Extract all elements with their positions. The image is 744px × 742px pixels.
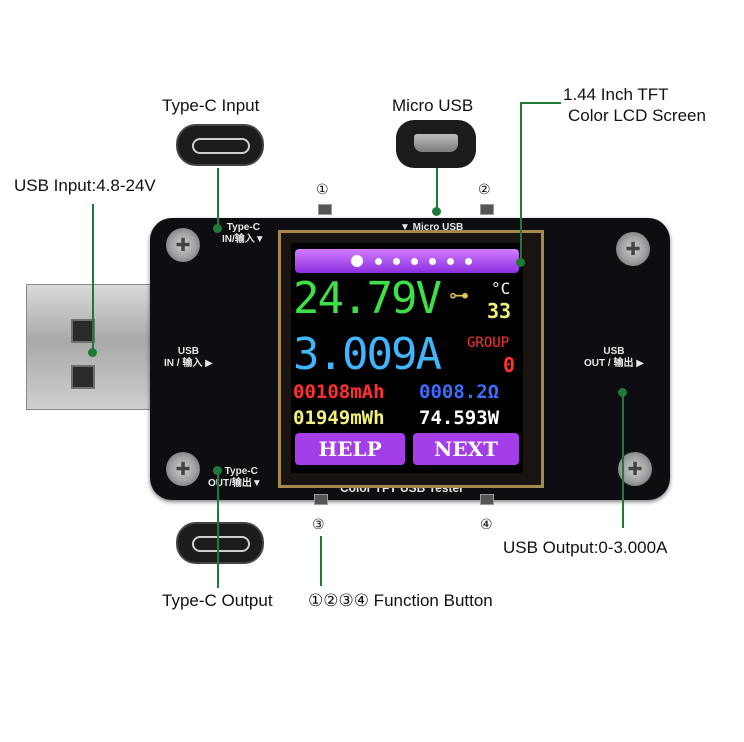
lcd-voltage: 24.79V [293, 273, 442, 324]
lcd-group-value: 0 [503, 353, 516, 377]
page-dot [375, 258, 382, 265]
lcd-resistance: 0008.2Ω [419, 381, 500, 403]
micro-usb-port [396, 120, 476, 168]
typec-output-port [176, 522, 264, 564]
silk-typec-out: ▲ Type-C OUT/输出▼ [208, 466, 262, 490]
page-dot [411, 258, 418, 265]
silk-typec-in-line2: IN/输入▼ [222, 234, 265, 245]
typec-input-label: Type-C Input [162, 96, 260, 115]
lcd-page-indicator-bar [295, 249, 519, 273]
usb-output-label: USB Output:0-3.000A [503, 538, 668, 557]
screw-icon [616, 232, 650, 266]
lcd-group-label: GROUP [467, 335, 510, 351]
button-marker-3: ③ [312, 516, 325, 532]
lcd-next-button[interactable]: NEXT [413, 433, 519, 465]
silk-typec-in: Type-C IN/输入▼ [222, 222, 265, 246]
usb-plug-contact [71, 319, 95, 343]
silk-usb-in: USB IN / 输入 ▶ [164, 346, 213, 370]
lcd-current: 3.009A [293, 329, 442, 380]
leader-function-button [320, 536, 322, 586]
screw-icon [166, 452, 200, 486]
page-dot [393, 258, 400, 265]
leader-dot [516, 258, 525, 267]
lcd-screen: 24.79V ⊶ °C 33 3.009A GROUP 0 00108mAh 0… [291, 243, 523, 473]
lcd-screen-label-line1: 1.44 Inch TFT [563, 85, 669, 104]
typec-input-port [176, 124, 264, 166]
leader-dot [213, 466, 222, 475]
lcd-temperature: 33 [487, 299, 512, 323]
leader-dot [618, 388, 627, 397]
typec-output-label: Type-C Output [162, 591, 273, 610]
function-button-4[interactable] [480, 494, 494, 505]
silk-usb-in-line2: IN / 输入 ▶ [164, 358, 213, 369]
page-dot [465, 258, 472, 265]
usb-plug-contact [71, 365, 95, 389]
lcd-power: 74.593W [419, 407, 500, 429]
button-marker-2: ② [478, 181, 491, 197]
silk-usb-out-line1: USB [603, 346, 625, 357]
lcd-energy: 01949mWh [293, 407, 385, 429]
screw-icon [166, 228, 200, 262]
button-marker-4: ④ [480, 516, 493, 532]
silk-micro-usb: ▼ Micro USB [400, 222, 464, 233]
leader-typec-output [217, 470, 219, 588]
leader-lcd-h [521, 102, 561, 104]
thermometer-icon: ⊶ [449, 283, 469, 307]
usb-input-label: USB Input:4.8-24V [14, 176, 156, 195]
page-dot [429, 258, 436, 265]
function-button-1[interactable] [318, 204, 332, 215]
silk-usb-out-line2: OUT / 输出 ▶ [584, 358, 644, 369]
leader-dot [213, 224, 222, 233]
function-button-label: ①②③④ Function Button [308, 591, 493, 610]
leader-usb-input [92, 204, 94, 354]
function-button-2[interactable] [480, 204, 494, 215]
button-marker-1: ① [316, 181, 329, 197]
leader-dot [432, 207, 441, 216]
lcd-help-button[interactable]: HELP [295, 433, 405, 465]
silk-typec-out-line1: ▲ Type-C [211, 466, 258, 477]
leader-micro-usb [436, 168, 438, 212]
silk-usb-out: USB OUT / 输出 ▶ [584, 346, 644, 370]
leader-dot [88, 348, 97, 357]
lcd-temp-unit: °C [491, 279, 511, 298]
lcd-capacity: 00108mAh [293, 381, 385, 403]
lcd-screen-label-line2: Color LCD Screen [568, 106, 706, 125]
function-button-3[interactable] [314, 494, 328, 505]
silk-typec-in-line1: Type-C [226, 222, 260, 233]
silk-typec-out-line2: OUT/输出▼ [208, 478, 262, 489]
page-dot [447, 258, 454, 265]
page-dot-active [351, 255, 363, 267]
micro-usb-label: Micro USB [392, 96, 474, 115]
leader-typec-input [217, 168, 219, 228]
silk-usb-in-line1: USB [177, 346, 199, 357]
leader-lcd-v [520, 102, 522, 262]
leader-usb-output [622, 392, 624, 528]
